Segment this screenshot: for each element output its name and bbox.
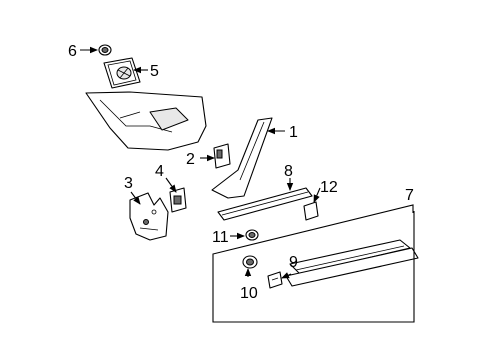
leader-12: [313, 187, 321, 203]
part-3-bracket: [129, 192, 169, 241]
callout-12: 12: [320, 179, 338, 196]
callout-6: 6: [68, 43, 77, 60]
part-9-clip: [267, 271, 283, 289]
part-2-small-bracket: [213, 143, 231, 169]
part-8-sill-strip: [217, 187, 313, 221]
part-11-grommet: [245, 229, 259, 241]
part-7-rocker-moulding: [285, 239, 419, 287]
callout-9: 9: [289, 254, 298, 271]
part-6-clip: [98, 44, 112, 56]
callout-5: 5: [150, 63, 159, 80]
part-4-retainer: [169, 187, 187, 213]
callout-2: 2: [186, 151, 195, 168]
quarter-trim-panel: [85, 91, 207, 151]
part-1-pillar-trim: [211, 117, 273, 199]
callout-3: 3: [124, 175, 133, 192]
callout-10: 10: [240, 285, 258, 302]
callout-1: 1: [289, 124, 298, 141]
part-10-fastener: [242, 255, 258, 269]
callout-11: 11: [212, 229, 229, 246]
part-5-grille-panel: [103, 57, 141, 89]
leader-4: [165, 177, 177, 193]
callout-4: 4: [155, 163, 164, 180]
callout-7: 7: [405, 187, 414, 204]
leader-9: [281, 272, 292, 279]
callout-7-frame: [212, 204, 415, 323]
callout-8: 8: [284, 163, 293, 180]
part-12-clip: [303, 201, 319, 221]
leader-3: [130, 191, 141, 205]
